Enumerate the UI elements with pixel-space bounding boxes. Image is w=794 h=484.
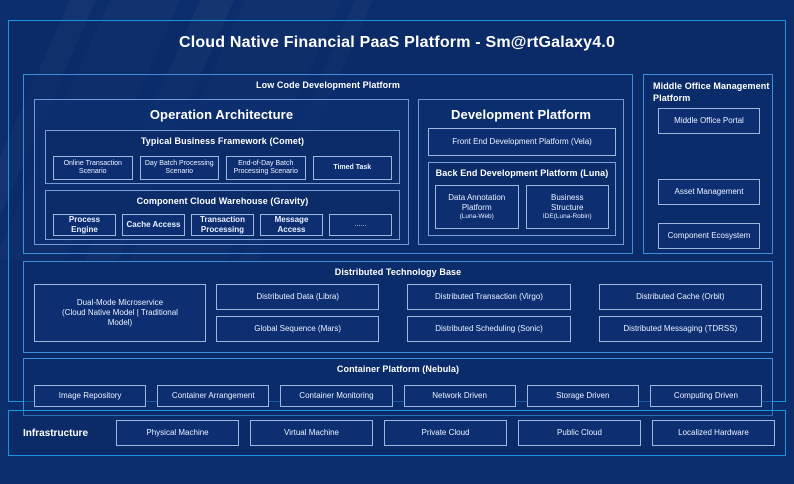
box-container-arrangement[interactable]: Container Arrangement xyxy=(157,385,270,407)
box-business-structure-ide[interactable]: Business Structure IDE(Luna-Robin) xyxy=(525,185,609,229)
container-platform-items: Image Repository Container Arrangement C… xyxy=(34,385,763,407)
panel-container-platform: Container Platform (Nebula) Image Reposi… xyxy=(23,358,773,416)
box-transaction-processing[interactable]: Transaction Processing xyxy=(191,214,254,236)
box-process-engine[interactable]: Process Engine xyxy=(53,214,116,236)
business-structure-line1: Business xyxy=(551,192,584,202)
box-storage-driven[interactable]: Storage Driven xyxy=(526,385,639,407)
panel-back-end-development-platform: Back End Development Platform (Luna) Dat… xyxy=(428,162,616,236)
component-cloud-warehouse-items: Process Engine Cache Access Transaction … xyxy=(53,214,392,236)
box-middle-office-portal[interactable]: Middle Office Portal xyxy=(658,108,760,135)
box-timed-task[interactable]: Timed Task xyxy=(312,156,392,180)
panel-low-code-development-platform: Low Code Development Platform Operation … xyxy=(23,74,633,254)
box-message-access[interactable]: Message Access xyxy=(260,214,323,236)
business-structure-line3: IDE(Luna-Robin) xyxy=(542,212,592,220)
typical-business-framework-title: Typical Business Framework (Comet) xyxy=(140,136,305,146)
box-global-sequence[interactable]: Global Sequence (Mars) xyxy=(216,316,380,342)
box-private-cloud[interactable]: Private Cloud xyxy=(384,420,507,446)
box-network-driven[interactable]: Network Driven xyxy=(403,385,516,407)
box-component-ecosystem[interactable]: Component Ecosystem xyxy=(658,223,760,249)
dual-mode-line1: Dual-Mode Microservice xyxy=(76,298,164,307)
data-annotation-line3: (Luna-Web) xyxy=(459,212,494,220)
container-platform-title: Container Platform (Nebula) xyxy=(336,364,460,374)
back-end-development-platform-title: Back End Development Platform (Luna) xyxy=(435,168,609,178)
middle-office-title: Middle Office Management Platform xyxy=(653,81,770,104)
panel-development-platform: Development Platform Front End Developme… xyxy=(418,99,624,245)
box-distributed-cache[interactable]: Distributed Cache (Orbit) xyxy=(598,284,762,310)
business-structure-line2: Structure xyxy=(551,202,584,212)
infrastructure-label: Infrastructure xyxy=(23,427,89,439)
distributed-technology-base-title: Distributed Technology Base xyxy=(334,267,462,277)
box-end-of-day-batch-processing-scenario[interactable]: End-of-Day Batch Processing Scenario xyxy=(226,156,306,180)
box-localized-hardware[interactable]: Localized Hardware xyxy=(652,420,775,446)
back-end-items: Data Annotation Platform (Luna-Web) Busi… xyxy=(435,185,609,229)
component-cloud-warehouse-title: Component Cloud Warehouse (Gravity) xyxy=(136,196,309,206)
panel-distributed-technology-base: Distributed Technology Base Dual-Mode Mi… xyxy=(23,261,773,353)
box-asset-management[interactable]: Asset Management xyxy=(658,179,760,205)
page-title: Cloud Native Financial PaaS Platform - S… xyxy=(178,34,616,51)
box-more-ellipsis[interactable]: ...... xyxy=(329,214,392,236)
development-platform-title: Development Platform xyxy=(451,107,591,122)
box-virtual-machine[interactable]: Virtual Machine xyxy=(250,420,373,446)
box-cache-access[interactable]: Cache Access xyxy=(122,214,185,236)
typical-business-framework-items: Online Transaction Scenario Day Batch Pr… xyxy=(53,156,392,180)
dual-mode-line2: (Cloud Native Model | Traditional xyxy=(62,308,178,317)
panel-typical-business-framework: Typical Business Framework (Comet) Onlin… xyxy=(45,130,400,184)
panel-component-cloud-warehouse: Component Cloud Warehouse (Gravity) Proc… xyxy=(45,190,400,240)
box-distributed-transaction[interactable]: Distributed Transaction (Virgo) xyxy=(407,284,571,310)
box-data-annotation-platform[interactable]: Data Annotation Platform (Luna-Web) xyxy=(435,185,519,229)
box-dual-mode-microservice[interactable]: Dual-Mode Microservice (Cloud Native Mod… xyxy=(34,284,206,342)
panel-infrastructure: Infrastructure Physical Machine Virtual … xyxy=(8,410,786,456)
box-online-transaction-scenario[interactable]: Online Transaction Scenario xyxy=(53,156,133,180)
box-public-cloud[interactable]: Public Cloud xyxy=(518,420,641,446)
low-code-title: Low Code Development Platform xyxy=(256,80,400,90)
box-distributed-messaging[interactable]: Distributed Messaging (TDRSS) xyxy=(598,316,762,342)
operation-architecture-title: Operation Architecture xyxy=(149,107,294,122)
box-day-batch-processing-scenario[interactable]: Day Batch Processing Scenario xyxy=(139,156,219,180)
distributed-technology-base-items: Distributed Data (Libra) Distributed Tra… xyxy=(216,284,762,342)
box-distributed-data[interactable]: Distributed Data (Libra) xyxy=(216,284,380,310)
box-front-end-development-platform[interactable]: Front End Development Platform (Vela) xyxy=(428,128,616,156)
dual-mode-line3: Model) xyxy=(107,318,133,327)
box-image-repository[interactable]: Image Repository xyxy=(34,385,147,407)
box-distributed-scheduling[interactable]: Distributed Scheduling (Sonic) xyxy=(407,316,571,342)
data-annotation-line2: Platform xyxy=(461,202,492,212)
platform-main-frame: Cloud Native Financial PaaS Platform - S… xyxy=(8,20,786,416)
box-physical-machine[interactable]: Physical Machine xyxy=(116,420,239,446)
panel-middle-office-management-platform: Middle Office Management Platform Asset … xyxy=(643,74,773,254)
panel-operation-architecture: Operation Architecture Typical Business … xyxy=(34,99,409,245)
box-computing-driven[interactable]: Computing Driven xyxy=(649,385,763,407)
data-annotation-line1: Data Annotation xyxy=(448,192,506,202)
box-container-monitoring[interactable]: Container Monitoring xyxy=(280,385,393,407)
